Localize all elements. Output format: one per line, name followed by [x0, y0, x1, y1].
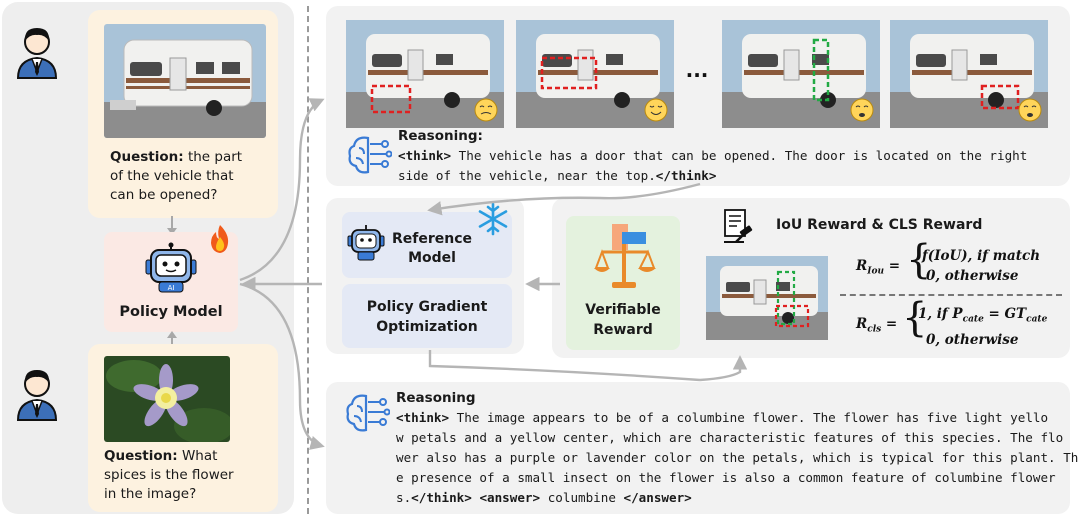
formula-symbol: R [856, 258, 868, 274]
question-text-vehicle: Question: the part of the vehicle that c… [110, 148, 280, 205]
verifiable-reward-label: Verifiable Reward [566, 300, 680, 340]
reference-model-line: Model [408, 250, 456, 266]
question-line: What [181, 448, 218, 464]
policy-gradient-line: Optimization [376, 319, 478, 335]
robot-icon: AI [145, 242, 197, 293]
reasoning-text: wer also has a purple or lavender color … [396, 450, 1079, 465]
cls-reward-cases: 1, if Pcate = GTcate 0, otherwise [918, 304, 1047, 350]
reasoning-text: w petals and a yellow center, which are … [396, 430, 1064, 445]
reasoning-line: w petals and a yellow center, which are … [396, 428, 1066, 448]
snowflake-icon [478, 202, 508, 236]
reasoning-text: columbine [540, 490, 624, 505]
reward-title: IoU Reward & CLS Reward [776, 217, 983, 233]
policy-gradient-label: Policy Gradient Optimization [342, 297, 512, 337]
caravan-reward-photo [706, 256, 828, 340]
reference-model-label: Reference Model [382, 230, 482, 268]
reasoning-title: Reasoning [396, 390, 476, 406]
formula-case: 0, otherwise [926, 331, 1019, 348]
formula-symbol: R [856, 316, 868, 332]
xml-tag: </think> [411, 490, 472, 505]
brain-circuit-icon [346, 394, 390, 432]
formula-separator [840, 294, 1062, 296]
question-line: can be opened? [110, 187, 218, 203]
formula-text: = GT [983, 306, 1027, 322]
reasoning-line: The vehicle has a door that can be opene… [451, 148, 1028, 163]
question-line: in the image? [104, 486, 197, 502]
fire-icon [211, 225, 229, 253]
formula-text: 1, if P [918, 306, 963, 322]
reasoning-title: Reasoning: [398, 128, 483, 144]
think-tag: </think> [655, 168, 717, 183]
caravan-thumbnail-3 [722, 20, 880, 128]
scale-icon [594, 224, 656, 288]
caravan-thumbnail-4 [890, 20, 1048, 128]
reference-model-line: Reference [391, 231, 473, 247]
flower-photo [104, 356, 230, 442]
verifiable-reward-line: Reward [593, 322, 653, 338]
xml-tag: </answer> [623, 490, 692, 505]
formula-subscript: Iou [867, 266, 884, 277]
verifiable-reward-line: Verifiable [585, 302, 661, 318]
divider [307, 6, 309, 514]
reasoning-line: side of the vehicle, near the top. [398, 168, 656, 183]
connector-arrow-icon [167, 216, 177, 235]
user-avatar-icon [16, 370, 58, 421]
think-tag: <think> [398, 148, 452, 163]
question-label: Question: [110, 149, 184, 165]
iou-reward-formula: RIou = [856, 258, 901, 277]
brain-circuit-icon [348, 136, 392, 174]
caravan-thumbnail-2 [516, 20, 674, 128]
brace-glyph: { [906, 237, 932, 283]
xml-tag: <answer> [479, 490, 541, 505]
reasoning-line: e presence of a small insect on the flow… [396, 468, 1066, 488]
question-line: the part [187, 149, 243, 165]
document-gavel-icon [724, 209, 753, 243]
policy-model-label: Policy Model [119, 304, 223, 320]
bottom-reasoning-panel [326, 382, 1070, 514]
question-label: Question: [104, 448, 178, 464]
formula-subscript: cls [867, 324, 882, 335]
brace-glyph: { [902, 295, 928, 341]
iou-reward-cases: f(IoU), if match 0, otherwise [922, 246, 1040, 286]
reasoning-text: e presence of a small insect on the flow… [396, 470, 1056, 485]
formula-subscript: cate [962, 314, 984, 325]
formula-case: 0, otherwise [926, 268, 1019, 284]
robot-icon [347, 225, 385, 261]
caravan-photo [104, 24, 266, 138]
formula-subscript: cate [1026, 314, 1048, 325]
cls-reward-formula: Rcls = [856, 316, 898, 335]
ellipsis: ... [685, 58, 709, 82]
formula-case: 1, if Pcate = GTcate [918, 304, 1047, 330]
policy-gradient-line: Policy Gradient [366, 299, 488, 315]
formula-case: f(IoU), if match [922, 248, 1041, 264]
policy-gradient-box [342, 284, 512, 348]
reasoning-line: s.</think> <answer> columbine </answer> [396, 488, 1066, 508]
question-line: spices is the flower [104, 467, 234, 483]
xml-tag: <think> [396, 410, 450, 425]
caravan-thumbnail-1 [346, 20, 504, 128]
question-text-flower: Question: What spices is the flower in t… [104, 447, 276, 504]
bottom-reasoning-text: <think> The image appears to be of a col… [396, 408, 1078, 508]
svg-text:AI: AI [168, 284, 175, 292]
user-avatar-icon [16, 28, 58, 79]
reasoning-text: The image appears to be of a columbine f… [449, 410, 1049, 425]
question-line: of the vehicle that [110, 168, 234, 184]
reasoning-text: s. [396, 490, 412, 505]
top-reasoning-text: Reasoning: <think> The vehicle has a doo… [398, 126, 1066, 186]
reasoning-line: wer also has a purple or lavender color … [396, 448, 1078, 468]
reasoning-line: <think> The image appears to be of a col… [396, 408, 1066, 428]
